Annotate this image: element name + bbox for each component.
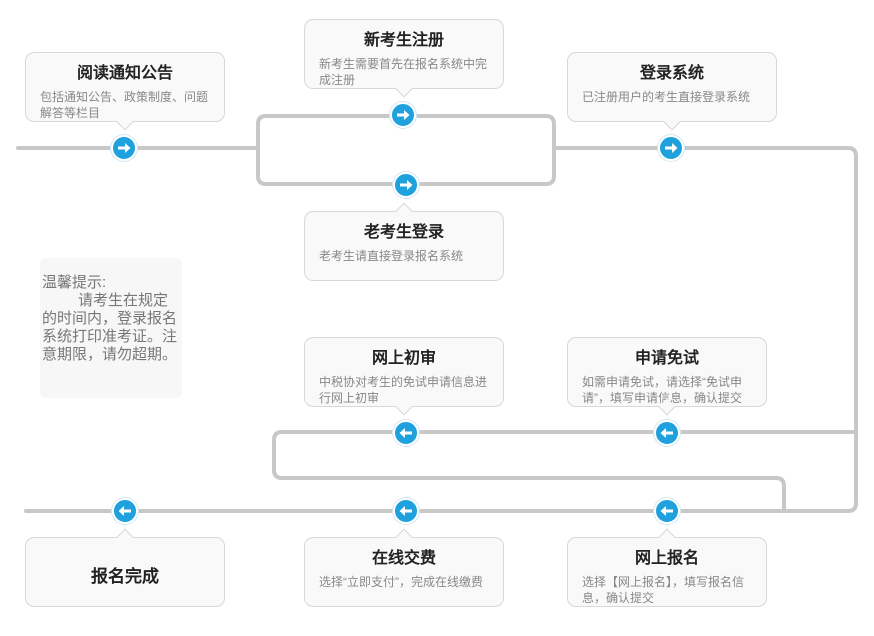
arrow-right-icon	[390, 102, 416, 128]
warm-tip-panel: 温馨提示: 请考生在规定的时间内，登录报名系统打印准考证。注意期限，请勿超期。	[40, 258, 182, 398]
arrow-left-icon	[393, 498, 419, 524]
step-desc: 如需申请免试，请选择“免试申请”，填写申请信息，确认提交	[582, 375, 742, 405]
step-title: 登录系统	[639, 65, 704, 82]
step-desc: 已注册用户的考生直接登录系统	[582, 90, 751, 104]
step-desc: 包括通知公告、政策制度、问题解答等栏目	[40, 90, 209, 120]
arrow-right-icon	[658, 135, 684, 161]
step-desc: 中税协对考生的免试申请信息进行网上初审	[319, 375, 488, 405]
step-new-register: 新考生注册 新考生需要首先在报名系统中完成注册	[304, 19, 504, 98]
step-title: 申请免试	[634, 350, 699, 367]
step-title: 网上报名	[634, 550, 699, 567]
step-login-system: 登录系统 已注册用户的考生直接登录系统	[567, 52, 777, 131]
step-online-review: 网上初审 中税协对考生的免试申请信息进行网上初审	[304, 337, 504, 416]
arrow-left-icon	[654, 420, 680, 446]
step-done: 报名完成	[25, 528, 225, 607]
arrow-right-icon	[393, 172, 419, 198]
step-title: 在线交费	[371, 550, 436, 567]
step-title: 阅读通知公告	[76, 65, 173, 82]
step-desc: 新考生需要首先在报名系统中完成注册	[319, 57, 488, 87]
step-pay-online: 在线交费 选择“立即支付”，完成在线缴费	[304, 528, 504, 607]
step-read-notice: 阅读通知公告 包括通知公告、政策制度、问题解答等栏目	[25, 52, 225, 131]
step-old-login: 老考生登录 老考生请直接登录报名系统	[304, 202, 504, 281]
step-desc: 老考生请直接登录报名系统	[319, 249, 464, 263]
step-title: 新考生注册	[363, 32, 444, 49]
step-desc: 选择“立即支付”，完成在线缴费	[319, 575, 483, 589]
arrow-left-icon	[112, 498, 138, 524]
tip-body: 请考生在规定的时间内，登录报名系统打印准考证。注意期限，请勿超期。	[42, 292, 178, 363]
step-title: 老考生登录	[363, 224, 444, 241]
tip-heading: 温馨提示:	[42, 274, 107, 291]
step-title: 网上初审	[371, 350, 436, 367]
step-online-signup: 网上报名 选择【网上报名】，填写报名信息，确认提交	[567, 528, 767, 607]
step-title: 报名完成	[91, 567, 159, 586]
step-apply-exempt: 申请免试 如需申请免试，请选择“免试申请”，填写申请信息，确认提交	[567, 337, 767, 416]
arrow-left-icon	[393, 420, 419, 446]
arrow-right-icon	[111, 135, 137, 161]
arrow-left-icon	[654, 498, 680, 524]
step-desc: 选择【网上报名】，填写报名信息，确认提交	[582, 575, 745, 605]
